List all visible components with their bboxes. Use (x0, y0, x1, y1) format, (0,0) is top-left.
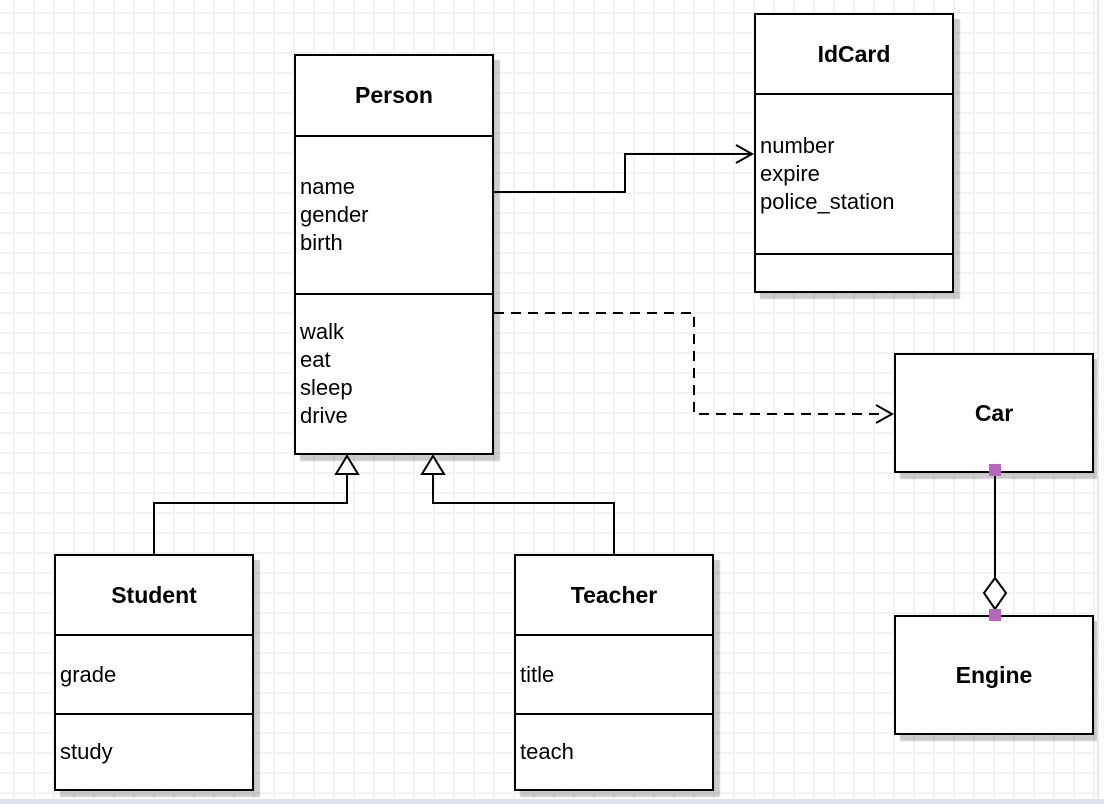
class-idcard-methods-empty (756, 253, 952, 291)
open-arrow-icon (735, 144, 755, 164)
class-idcard-title: IdCard (817, 40, 891, 67)
class-person-methods: walk eat sleep drive (296, 293, 492, 453)
attribute: expire (760, 161, 820, 186)
right-edge-strip (1097, 0, 1104, 804)
association-person-idcard[interactable] (494, 144, 755, 193)
attribute: number (760, 133, 835, 158)
attribute: birth (300, 230, 343, 255)
class-car-title: Car (974, 399, 1014, 426)
method: drive (300, 403, 348, 428)
method: eat (300, 347, 331, 372)
method: walk (300, 319, 345, 344)
attribute: gender (300, 202, 369, 227)
class-car[interactable]: Car (894, 353, 1094, 473)
class-idcard-attributes: number expire police_station (756, 93, 952, 253)
class-engine-title: Engine (955, 661, 1033, 688)
open-arrow-icon (875, 404, 895, 424)
attribute: title (520, 661, 555, 687)
class-teacher-methods: teach (516, 713, 712, 789)
dependency-person-car[interactable] (494, 312, 895, 424)
class-teacher-attributes: title (516, 634, 712, 713)
attribute: name (300, 174, 356, 199)
class-teacher[interactable]: Teacher title teach (514, 554, 714, 791)
class-teacher-title: Teacher (570, 581, 658, 608)
bottom-edge-strip (0, 799, 1104, 804)
class-student-attributes: grade (56, 634, 252, 713)
class-person-title: Person (355, 82, 433, 108)
class-person-attributes: name gender birth (296, 135, 492, 293)
class-idcard[interactable]: IdCard number expire police_station (754, 13, 954, 293)
hollow-triangle-icon (334, 454, 360, 475)
inheritance-student-person[interactable] (153, 454, 360, 554)
class-engine[interactable]: Engine (894, 615, 1094, 735)
class-student-title: Student (111, 581, 197, 608)
hollow-diamond-icon (982, 576, 1008, 611)
class-student-methods: study (56, 713, 252, 789)
class-person[interactable]: Person name gender birth walk eat sleep … (294, 54, 494, 455)
hollow-triangle-icon (420, 454, 446, 475)
attribute: grade (60, 661, 117, 687)
method: sleep (300, 375, 353, 400)
attribute: police_station (760, 189, 895, 214)
aggregation-car-engine[interactable] (982, 464, 1008, 621)
class-student[interactable]: Student grade study (54, 554, 254, 791)
inheritance-teacher-person[interactable] (420, 454, 615, 554)
method: teach (520, 739, 574, 764)
method: study (60, 739, 113, 764)
